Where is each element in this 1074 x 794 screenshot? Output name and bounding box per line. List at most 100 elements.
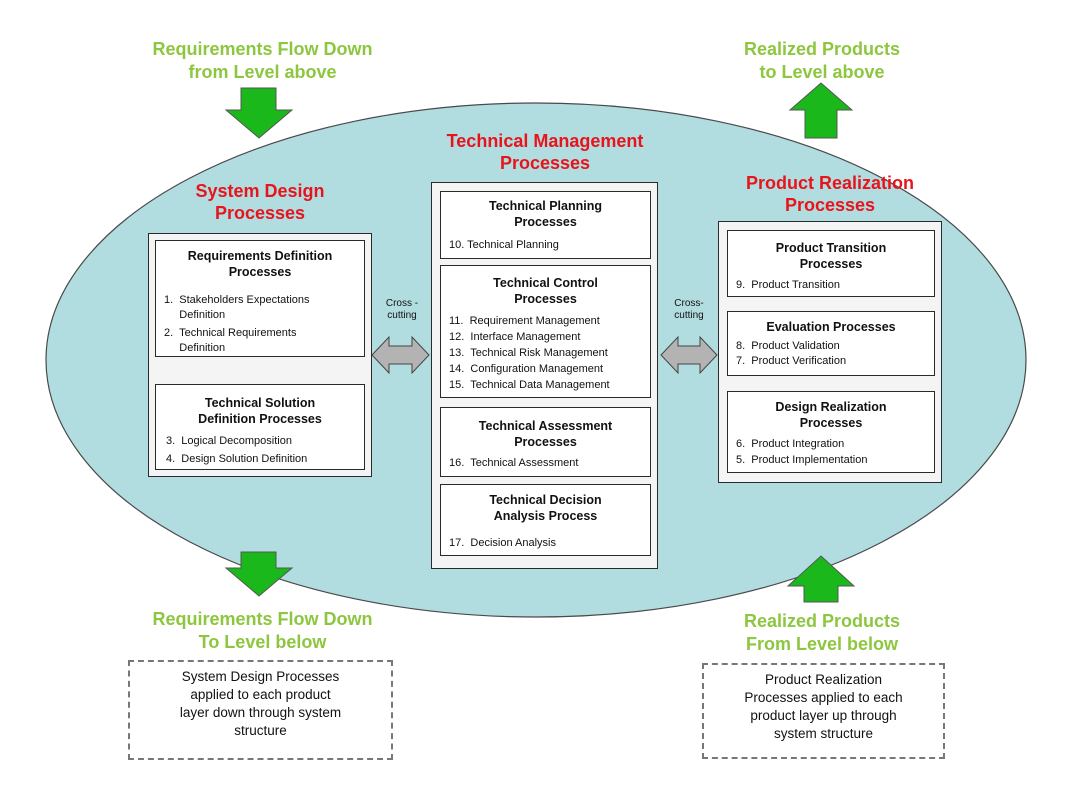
list-item: 15. Technical Data Management [449, 379, 610, 391]
product-transition-box: Product Transition Processes 9. Product … [727, 230, 935, 297]
box-title: Requirements Definition Processes [156, 248, 364, 280]
box-title-line: Processes [228, 265, 292, 279]
box-title-line: Processes [799, 416, 863, 430]
double-arrow-icon [660, 335, 718, 375]
tech-mgmt-title: Technical Management Processes [430, 130, 660, 174]
note-line: applied to each product [190, 687, 331, 702]
box-title-line: Processes [514, 292, 577, 306]
caption-line: to Level above [759, 62, 885, 82]
label-line: cutting [387, 310, 417, 321]
system-design-title: System Design Processes [150, 180, 370, 224]
caption-line: Requirements Flow Down [152, 609, 373, 629]
box-title: Technical Control Processes [441, 275, 650, 307]
tech-mgmt-frame: Technical Planning Processes 10. Technic… [431, 182, 658, 569]
list-item: 12. Interface Management [449, 331, 581, 343]
cross-cutting-label-left: Cross - cutting [380, 298, 424, 322]
title-line: Processes [784, 195, 876, 215]
box-title-line: Design Realization [775, 400, 887, 414]
list-item: 8. Product Validation [736, 340, 840, 352]
box-title: Technical Solution Definition Processes [156, 395, 364, 427]
evaluation-box: Evaluation Processes 8. Product Validati… [727, 311, 935, 376]
product-realization-title: Product Realization Processes [720, 172, 940, 216]
design-realization-box: Design Realization Processes 6. Product … [727, 391, 935, 473]
tech-decision-box: Technical Decision Analysis Process 17. … [440, 484, 651, 556]
top-left-caption: Requirements Flow Down from Level above [130, 38, 395, 84]
title-line: Technical Management [446, 131, 644, 151]
list-item: Definition [164, 342, 226, 354]
box-title-line: Technical Solution [204, 396, 316, 410]
list-item: Definition [164, 309, 226, 321]
arrow-up-icon [788, 82, 854, 139]
list-item: 16. Technical Assessment [449, 457, 579, 469]
note-line: system structure [773, 726, 874, 741]
title-line: Processes [214, 203, 306, 223]
box-title-line: Technical Control [493, 276, 598, 290]
list-item: 9. Product Transition [736, 279, 840, 291]
box-title: Technical Assessment Processes [441, 418, 650, 450]
box-title-line: Technical Assessment [478, 419, 613, 433]
box-title: Evaluation Processes [728, 319, 934, 335]
note-line: System Design Processes [181, 669, 340, 684]
tech-sol-box: Technical Solution Definition Processes … [155, 384, 365, 470]
bottom-left-caption: Requirements Flow Down To Level below [130, 608, 395, 654]
box-title-line: Requirements Definition [187, 249, 333, 263]
list-item: 2. Technical Requirements [164, 327, 297, 339]
arrow-down-icon [224, 87, 294, 139]
tech-control-box: Technical Control Processes 11. Requirem… [440, 265, 651, 398]
system-design-frame: Requirements Definition Processes 1. Sta… [148, 233, 372, 477]
box-title-line: Definition Processes [198, 412, 322, 426]
box-title: Design Realization Processes [728, 399, 934, 431]
note-left: System Design Processes applied to each … [128, 660, 393, 760]
caption-line: From Level below [745, 634, 899, 654]
box-title-line: Processes [799, 257, 863, 271]
double-arrow-icon [371, 335, 430, 375]
req-def-box: Requirements Definition Processes 1. Sta… [155, 240, 365, 357]
box-title-line: Processes [514, 215, 577, 229]
caption-line: Realized Products [743, 611, 901, 631]
caption-line: from Level above [188, 62, 337, 82]
box-title: Technical Decision Analysis Process [441, 492, 650, 524]
note-line: product layer up through [750, 708, 897, 723]
tech-planning-box: Technical Planning Processes 10. Technic… [440, 191, 651, 259]
note-line: structure [234, 723, 287, 738]
list-item: 1. Stakeholders Expectations [164, 294, 310, 306]
box-title-line: Processes [514, 435, 577, 449]
list-item: 6. Product Integration [736, 438, 845, 450]
caption-line: Realized Products [743, 39, 901, 59]
box-title-line: Analysis Process [493, 509, 598, 523]
title-line: System Design [195, 181, 325, 201]
caption-line: Requirements Flow Down [152, 39, 373, 59]
list-item: 11. Requirement Management [449, 315, 600, 327]
list-item: 14. Configuration Management [449, 363, 604, 375]
title-line: Product Realization [745, 173, 915, 193]
list-item: 7. Product Verification [736, 355, 847, 367]
note-line: Processes applied to each [744, 690, 903, 705]
list-item: 4. Design Solution Definition [166, 453, 308, 465]
list-item: 10. Technical Planning [449, 239, 559, 251]
label-line: Cross- [674, 298, 704, 309]
list-item: 13. Technical Risk Management [449, 347, 608, 359]
note-line: Product Realization [764, 672, 883, 687]
box-title-line: Product Transition [775, 241, 887, 255]
product-realization-frame: Product Transition Processes 9. Product … [718, 221, 942, 483]
cross-cutting-label-right: Cross- cutting [667, 298, 711, 322]
top-right-caption: Realized Products to Level above [712, 38, 932, 84]
note-right: Product Realization Processes applied to… [702, 663, 945, 759]
caption-line: To Level below [198, 632, 327, 652]
box-title-line: Technical Planning [489, 199, 602, 213]
arrow-up-icon [786, 555, 856, 603]
box-title-line: Technical Decision [489, 493, 602, 507]
note-line: layer down through system [179, 705, 342, 720]
arrow-down-icon [224, 551, 294, 597]
bottom-right-caption: Realized Products From Level below [712, 610, 932, 656]
box-title: Technical Planning Processes [441, 198, 650, 230]
label-line: Cross - [385, 298, 419, 309]
list-item: 17. Decision Analysis [449, 537, 556, 549]
list-item: 5. Product Implementation [736, 454, 868, 466]
tech-assessment-box: Technical Assessment Processes 16. Techn… [440, 407, 651, 477]
title-line: Processes [499, 153, 591, 173]
label-line: cutting [674, 310, 704, 321]
box-title: Product Transition Processes [728, 240, 934, 272]
list-item: 3. Logical Decomposition [166, 435, 292, 447]
box-title-line: Evaluation Processes [766, 320, 896, 334]
